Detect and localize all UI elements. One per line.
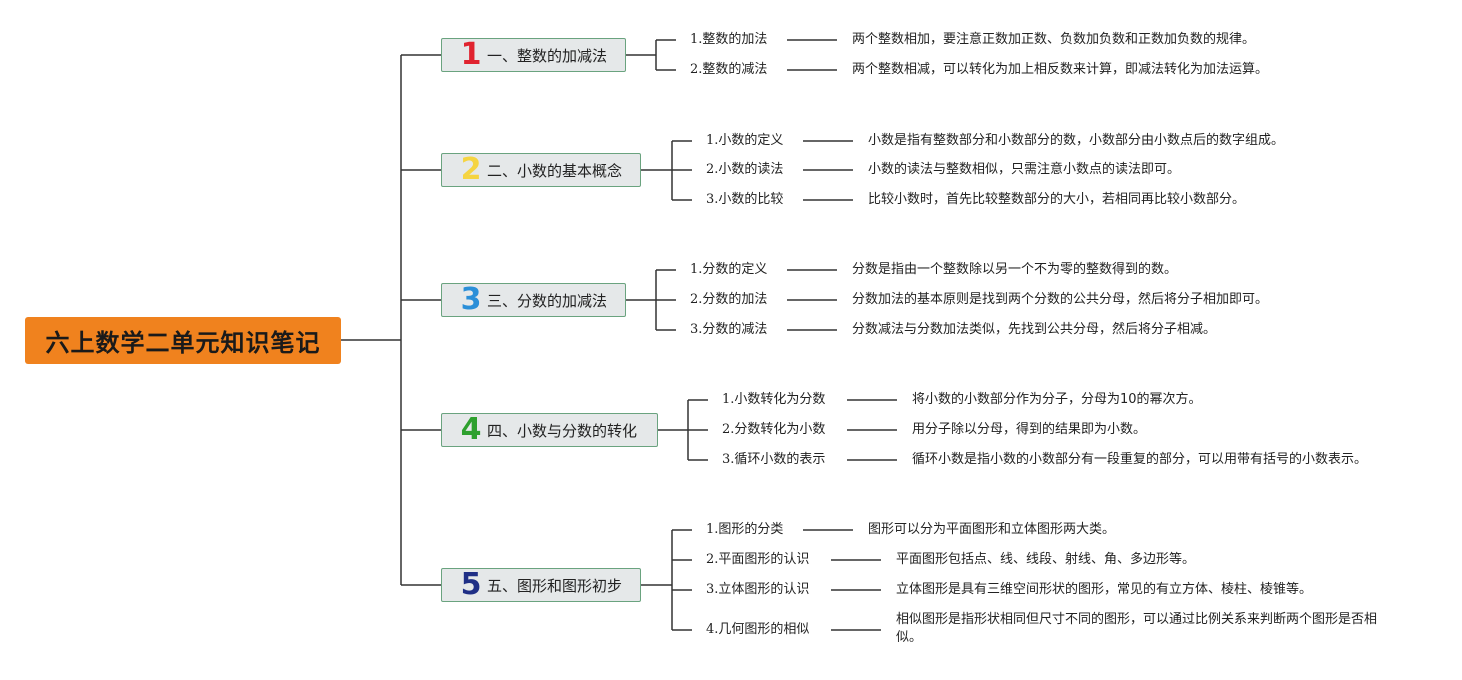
- branch-topic-2[interactable]: 2 二、小数的基本概念: [441, 153, 641, 187]
- subtopic-label[interactable]: 1.小数转化为分数: [722, 392, 826, 407]
- number-2-icon: 2: [460, 152, 482, 187]
- branch-topic-4[interactable]: 4 四、小数与分数的转化: [441, 413, 658, 447]
- subtopic-label[interactable]: 1.整数的加法: [690, 32, 768, 47]
- subtopic-description: 小数是指有整数部分和小数部分的数，小数部分由小数点后的数字组成。: [868, 133, 1285, 148]
- number-4-icon: 4: [460, 412, 482, 447]
- subtopic-description: 分数减法与分数加法类似，先找到公共分母，然后将分子相减。: [852, 322, 1217, 337]
- subtopic-label[interactable]: 2.整数的减法: [690, 62, 768, 77]
- branch-title: 四、小数与分数的转化: [487, 421, 638, 440]
- number-5-icon: 5: [460, 567, 482, 602]
- branch-topic-1[interactable]: 1 一、整数的加减法: [441, 38, 626, 72]
- subtopic-description: 比较小数时，首先比较整数部分的大小，若相同再比较小数部分。: [868, 192, 1246, 207]
- subtopic-label[interactable]: 3.小数的比较: [706, 192, 784, 207]
- subtopic-label[interactable]: 1.图形的分类: [706, 522, 784, 537]
- subtopic-label[interactable]: 1.分数的定义: [690, 262, 768, 277]
- branch-title: 一、整数的加减法: [487, 46, 608, 65]
- number-1-icon: 1: [460, 37, 482, 72]
- subtopic-description: 两个整数相加，要注意正数加正数、负数加负数和正数加负数的规律。: [852, 32, 1256, 47]
- branch-title: 二、小数的基本概念: [487, 161, 623, 180]
- subtopic-description: 两个整数相减，可以转化为加上相反数来计算，即减法转化为加法运算。: [852, 62, 1269, 77]
- subtopic-label[interactable]: 2.分数转化为小数: [722, 422, 826, 437]
- subtopic-label[interactable]: 1.小数的定义: [706, 133, 784, 148]
- subtopic-label[interactable]: 2.平面图形的认识: [706, 552, 810, 567]
- subtopic-label[interactable]: 2.小数的读法: [706, 162, 784, 177]
- subtopic-description: 图形可以分为平面图形和立体图形两大类。: [868, 522, 1116, 537]
- subtopic-description: 立体图形是具有三维空间形状的图形，常见的有立方体、棱柱、棱锥等。: [896, 582, 1313, 597]
- branch-topic-5[interactable]: 5 五、图形和图形初步: [441, 568, 641, 602]
- number-3-icon: 3: [460, 282, 482, 317]
- subtopic-description: 小数的读法与整数相似，只需注意小数点的读法即可。: [868, 162, 1181, 177]
- branch-title: 三、分数的加减法: [487, 291, 608, 310]
- subtopic-description: 分数是指由一个整数除以另一个不为零的整数得到的数。: [852, 262, 1178, 277]
- subtopic-description: 用分子除以分母，得到的结果即为小数。: [912, 422, 1147, 437]
- subtopic-description: 循环小数是指小数的小数部分有一段重复的部分，可以用带有括号的小数表示。: [912, 452, 1368, 467]
- branch-topic-3[interactable]: 3 三、分数的加减法: [441, 283, 626, 317]
- root-topic[interactable]: 六上数学二单元知识笔记: [25, 317, 341, 364]
- subtopic-label[interactable]: 2.分数的加法: [690, 292, 768, 307]
- subtopic-description: 分数加法的基本原则是找到两个分数的公共分母，然后将分子相加即可。: [852, 292, 1269, 307]
- subtopic-description: 将小数的小数部分作为分子，分母为10的幂次方。: [912, 392, 1202, 407]
- subtopic-label[interactable]: 3.循环小数的表示: [722, 452, 826, 467]
- subtopic-label[interactable]: 3.分数的减法: [690, 322, 768, 337]
- subtopic-label[interactable]: 4.几何图形的相似: [706, 622, 810, 637]
- branch-title: 五、图形和图形初步: [487, 576, 623, 595]
- root-title: 六上数学二单元知识笔记: [45, 329, 321, 357]
- subtopic-description: 平面图形包括点、线、线段、射线、角、多边形等。: [896, 552, 1196, 567]
- subtopic-label[interactable]: 3.立体图形的认识: [706, 582, 810, 597]
- subtopic-description: 相似图形是指形状相同但尺寸不同的图形，可以通过比例关系来判断两个图形是否相似。: [896, 612, 1378, 645]
